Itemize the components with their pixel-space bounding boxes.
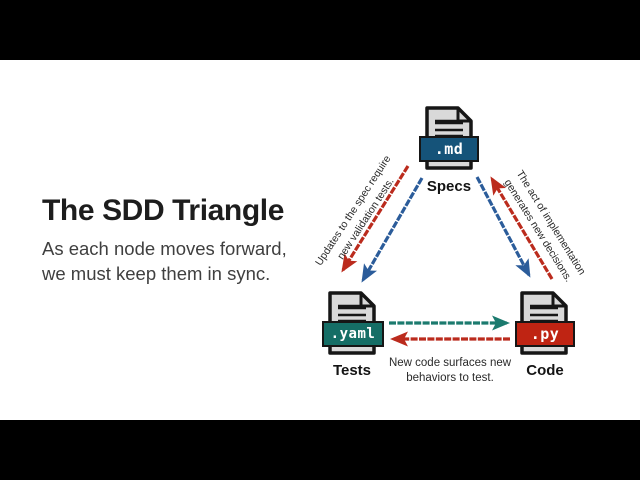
arrow-specs-to-code-blue bbox=[475, 176, 531, 278]
arrow-code-to-specs-red bbox=[490, 176, 554, 280]
file-ext-badge-py: .py bbox=[515, 321, 575, 347]
subtitle-line-2: we must keep them in sync. bbox=[42, 263, 271, 284]
edges-layer bbox=[341, 165, 554, 347]
sdd-triangle-diagram: .md Specs .yaml Tests .py bbox=[0, 60, 640, 420]
edge-label-line: New code surfaces new bbox=[388, 357, 512, 369]
node-label-code: Code bbox=[526, 362, 564, 379]
node-label-specs: Specs bbox=[426, 178, 472, 195]
letterbox-top bbox=[0, 0, 640, 60]
file-ext-badge-yaml: .yaml bbox=[322, 321, 384, 347]
file-ext-badge-md: .md bbox=[419, 136, 479, 162]
subtitle-line-1: As each node moves forward, bbox=[42, 238, 287, 259]
edge-label-tests-code: New code surfaces new behaviors to test. bbox=[379, 356, 521, 386]
arrow-specs-to-tests-blue bbox=[361, 177, 424, 283]
edge-label-line: behaviors to test. bbox=[406, 372, 494, 384]
letterbox-bottom bbox=[0, 420, 640, 480]
arrow-specs-to-tests-red bbox=[341, 165, 410, 273]
page-title: The SDD Triangle bbox=[42, 194, 284, 227]
subtitle: As each node moves forward, we must keep… bbox=[42, 236, 287, 286]
node-label-tests: Tests bbox=[332, 362, 372, 379]
slide: The SDD Triangle As each node moves forw… bbox=[0, 60, 640, 420]
